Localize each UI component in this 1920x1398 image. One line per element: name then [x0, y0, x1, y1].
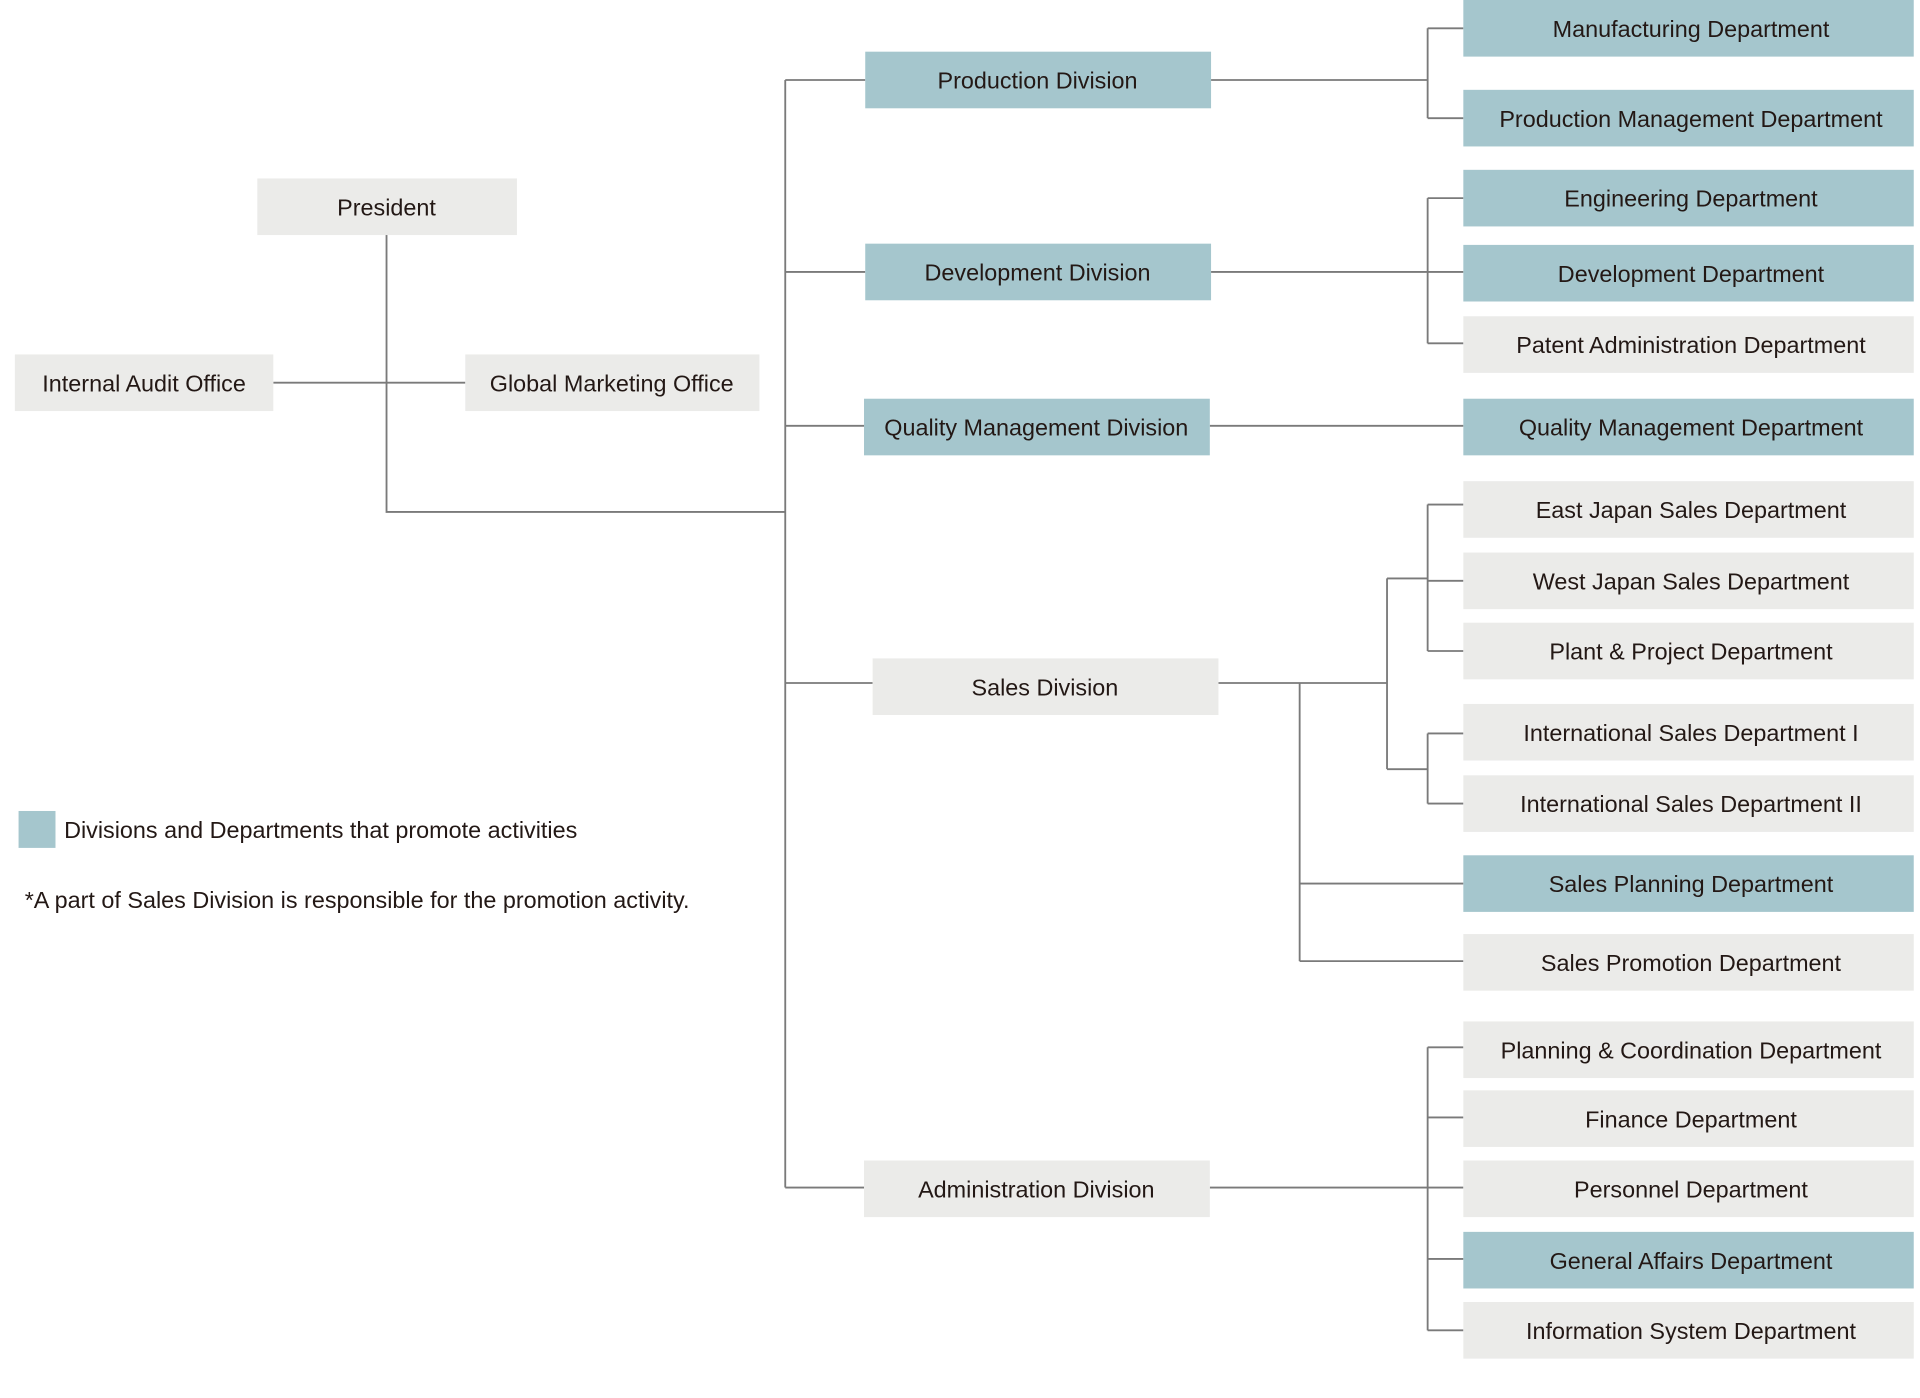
department-box: West Japan Sales Department [1463, 552, 1914, 610]
department-box-bg [1463, 1090, 1914, 1147]
department-box-bg [1463, 1160, 1914, 1218]
department-label: Planning & Coordination Department [1501, 1037, 1882, 1063]
box-sales-division: Sales Division [872, 658, 1219, 715]
department-label: Plant & Project Department [1549, 639, 1833, 665]
department-label: General Affairs Department [1550, 1248, 1833, 1274]
department-box-bg [1463, 934, 1914, 991]
box-president: President [257, 178, 517, 236]
department-label: Information System Department [1526, 1318, 1856, 1344]
box-administration-division: Administration Division [864, 1160, 1210, 1218]
department-box: Engineering Department [1463, 169, 1914, 227]
department-box: Finance Department [1463, 1090, 1914, 1147]
development-division-label: Development Division [924, 260, 1150, 286]
department-box-bg [1463, 89, 1914, 147]
department-box-bg [1463, 481, 1914, 538]
connector-lines [273, 27, 1464, 1332]
department-label: Sales Promotion Department [1541, 950, 1842, 976]
legend: Divisions and Departments that promote a… [18, 810, 690, 913]
department-box: Personnel Department [1463, 1160, 1914, 1218]
department-label: West Japan Sales Department [1533, 568, 1850, 594]
department-box: Development Department [1463, 244, 1914, 302]
department-label: Manufacturing Department [1553, 16, 1830, 42]
department-box-bg [1463, 1231, 1914, 1289]
box-development-division: Development Division [865, 243, 1212, 301]
box-quality-management-division: Quality Management Division [864, 398, 1210, 456]
quality-division-label: Quality Management Division [884, 415, 1188, 441]
sales-division-label: Sales Division [972, 674, 1119, 700]
department-label: Finance Department [1585, 1106, 1797, 1132]
department-label: Sales Planning Department [1549, 871, 1834, 897]
production-division-label: Production Division [937, 68, 1137, 94]
department-box-bg [1463, 398, 1914, 456]
department-box: Manufacturing Department [1463, 0, 1914, 57]
global-marketing-label: Global Marketing Office [490, 370, 734, 396]
department-box: Planning & Coordination Department [1463, 1021, 1914, 1079]
department-box-bg [1463, 552, 1914, 610]
department-label: Personnel Department [1574, 1176, 1808, 1202]
department-box: East Japan Sales Department [1463, 481, 1914, 538]
department-box-bg [1463, 855, 1914, 912]
department-box-bg [1463, 1302, 1914, 1359]
internal-audit-label: Internal Audit Office [42, 370, 246, 396]
department-box-bg [1463, 1021, 1914, 1079]
department-label: Patent Administration Department [1516, 332, 1866, 358]
department-label: Production Management Department [1499, 106, 1883, 132]
department-box-bg [1463, 316, 1914, 373]
department-label: East Japan Sales Department [1536, 497, 1847, 523]
administration-division-label: Administration Division [918, 1176, 1154, 1202]
box-global-marketing-office: Global Marketing Office [465, 354, 760, 412]
department-box: Sales Planning Department [1463, 855, 1914, 912]
department-box-bg [1463, 703, 1914, 761]
department-label: International Sales Department II [1520, 791, 1862, 817]
department-box: International Sales Department I [1463, 703, 1914, 761]
department-box: General Affairs Department [1463, 1231, 1914, 1289]
department-box: Quality Management Department [1463, 398, 1914, 456]
department-box: Plant & Project Department [1463, 622, 1914, 680]
legend-swatch [18, 810, 56, 848]
department-label: International Sales Department I [1523, 720, 1858, 746]
box-internal-audit-office: Internal Audit Office [14, 354, 274, 412]
department-label: Development Department [1558, 261, 1825, 287]
department-label: Engineering Department [1564, 186, 1818, 212]
department-label: Quality Management Department [1519, 415, 1864, 441]
department-box: Sales Promotion Department [1463, 934, 1914, 991]
president-label: President [337, 194, 436, 220]
department-box-bg [1463, 169, 1914, 227]
department-box: Patent Administration Department [1463, 316, 1914, 373]
department-box-bg [1463, 775, 1914, 832]
department-box: International Sales Department II [1463, 775, 1914, 832]
department-box-bg [1463, 622, 1914, 680]
box-production-division: Production Division [865, 51, 1212, 109]
department-box-bg [1463, 244, 1914, 302]
department-box-bg [1463, 0, 1914, 57]
department-box: Information System Department [1463, 1302, 1914, 1359]
legend-label: Divisions and Departments that promote a… [64, 817, 577, 843]
footnote: *A part of Sales Division is responsible… [25, 887, 690, 913]
department-box: Production Management Department [1463, 89, 1914, 147]
